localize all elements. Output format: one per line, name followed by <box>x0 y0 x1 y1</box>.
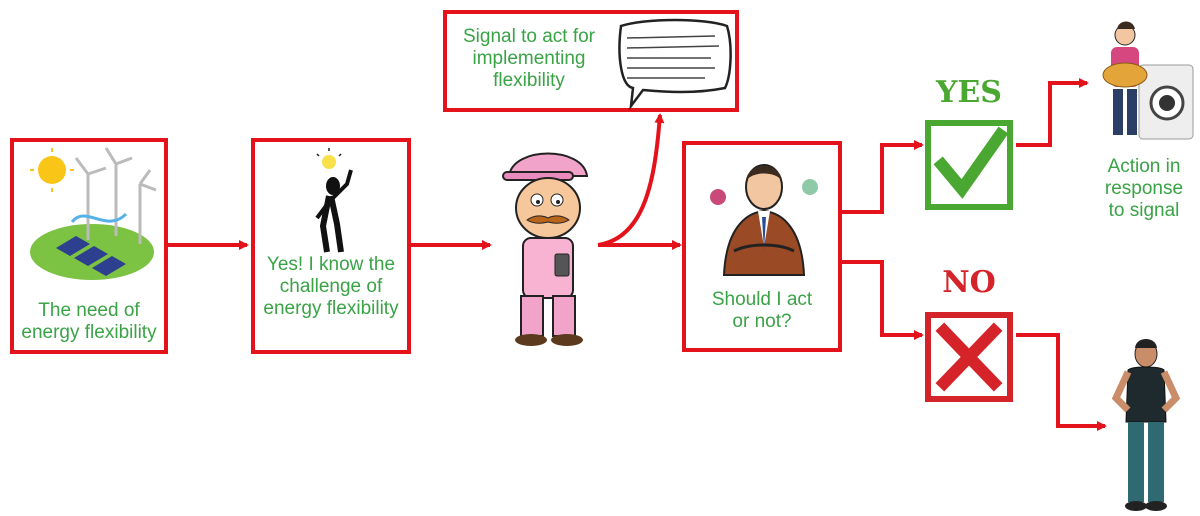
idle-person-image <box>1111 339 1181 511</box>
need-label-line2: energy flexibility <box>21 322 157 343</box>
signal-label-line3: flexibility <box>493 70 565 91</box>
decide-label-line2: or not? <box>732 311 792 332</box>
need-label-line1: The need of <box>38 300 140 321</box>
signal-label-line1: Signal to act for <box>462 26 596 47</box>
node-energy-need: The need of energy flexibility <box>10 138 168 354</box>
speech-bubble-icon <box>618 18 732 110</box>
node-signal: Signal to act for implementing flexibili… <box>443 10 739 112</box>
action-label-line1: Action in <box>1107 156 1181 177</box>
arrow-yes-to-action <box>1016 78 1089 147</box>
arrow-decide-to-no <box>842 260 924 340</box>
yes-label: YES <box>936 75 1002 110</box>
red-cross-icon <box>925 312 1013 402</box>
no-label: NO <box>942 265 996 300</box>
solar-wind-icon <box>30 147 157 280</box>
node-no: NO <box>922 265 1016 407</box>
action-label-line3: to signal <box>1108 200 1180 221</box>
arrow-no-to-idle <box>1016 333 1107 431</box>
arrow-receiver-to-signal <box>597 113 665 247</box>
arrow-decide-to-yes <box>842 140 924 214</box>
cartoon-receiver-image <box>502 152 589 346</box>
know-label-line2: challenge of <box>279 276 383 297</box>
signal-label-line2: implementing <box>472 48 586 69</box>
idea-person-icon <box>315 148 353 253</box>
node-know-challenge: Yes! I know the challenge of energy flex… <box>251 138 411 354</box>
know-label-line3: energy flexibility <box>263 298 399 319</box>
node-decision: Should I act or not? <box>682 141 842 352</box>
know-label-line1: Yes! I know the <box>266 254 396 275</box>
green-checkmark-icon <box>925 120 1013 210</box>
laundry-person-image <box>1102 21 1194 140</box>
decide-label-line1: Should I act <box>711 289 813 310</box>
thinking-businessman-icon <box>710 164 818 276</box>
action-label: Action in response to signal <box>1088 156 1200 222</box>
action-label-line2: response <box>1104 178 1184 199</box>
node-yes: YES <box>922 75 1016 215</box>
